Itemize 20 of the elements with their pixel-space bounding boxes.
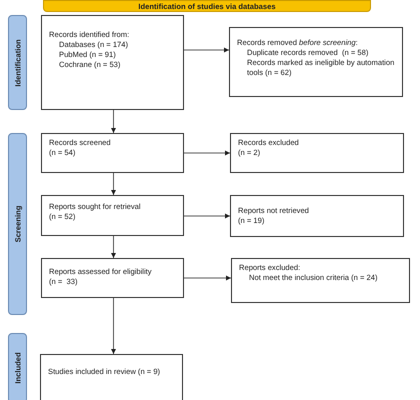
phase-band	[8, 15, 27, 110]
arrow	[184, 150, 230, 156]
process-box	[230, 133, 404, 173]
process-box	[41, 195, 184, 236]
process-box	[40, 354, 183, 400]
phase-band	[8, 133, 27, 315]
arrow	[111, 110, 116, 134]
process-box	[230, 195, 404, 237]
process-box	[229, 27, 403, 97]
arrow	[111, 236, 116, 258]
arrow	[111, 298, 116, 354]
arrow	[184, 48, 230, 52]
arrow	[184, 214, 230, 218]
arrow	[111, 172, 116, 196]
process-box	[41, 133, 184, 173]
process-box	[231, 258, 410, 303]
phase-band	[8, 333, 27, 400]
process-box	[41, 15, 184, 110]
process-box	[41, 258, 184, 298]
arrow	[184, 276, 232, 280]
